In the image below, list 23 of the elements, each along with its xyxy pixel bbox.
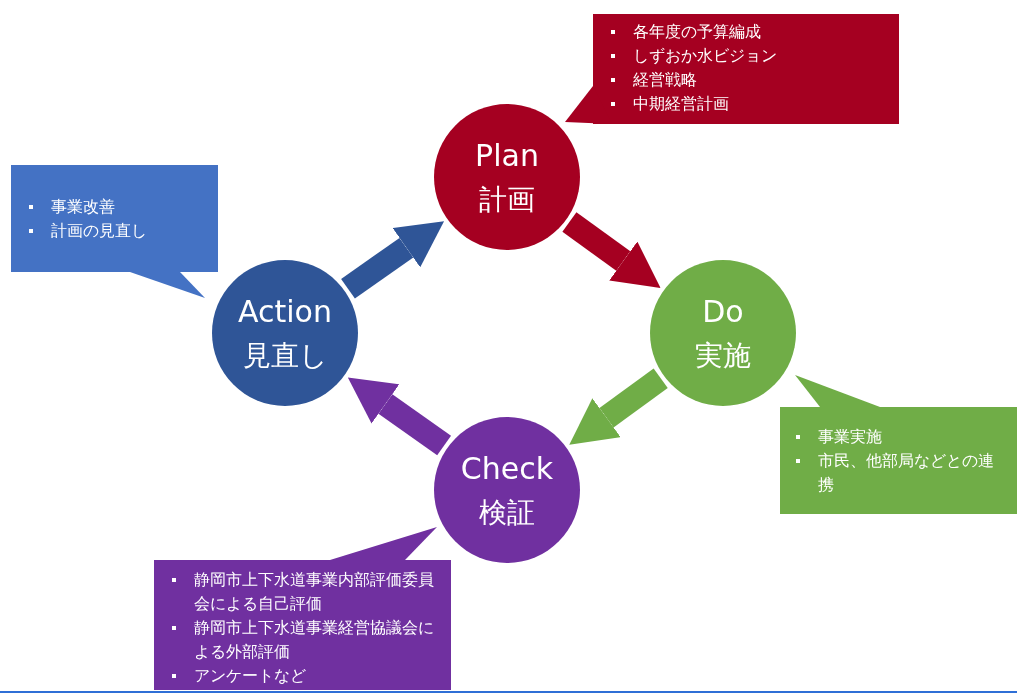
stage-label: 検証 xyxy=(479,495,535,531)
bullet-item: 事業改善 xyxy=(51,196,116,218)
arrow xyxy=(341,221,445,299)
bullet-item: 各年度の予算編成 xyxy=(633,21,762,43)
arrow xyxy=(562,212,661,288)
bullet-item: 計画の見直し xyxy=(51,220,148,242)
bullet-item: しずおか水ビジョン xyxy=(633,45,778,67)
bullet-item: 事業実施 xyxy=(818,426,883,448)
stage-name: Plan xyxy=(475,136,539,175)
bullet-item: 経営戦略 xyxy=(633,69,698,91)
arrow xyxy=(347,377,452,456)
bullet-item: 市民、他部局などとの連携 xyxy=(818,450,995,496)
stage-label: 見直し xyxy=(242,338,328,374)
stage-name: Action xyxy=(238,292,332,331)
bullet-item: 静岡市上下水道事業内部評価委員会による自己評価 xyxy=(194,569,435,615)
arrow xyxy=(569,368,668,445)
stage-name: Check xyxy=(460,449,554,488)
stage-label: 実施 xyxy=(695,338,751,374)
stage-label: 計画 xyxy=(479,182,535,218)
bullet-item: 静岡市上下水道事業経営協議会による外部評価 xyxy=(194,617,435,663)
stage-name: Do xyxy=(702,292,744,331)
bullet-item: 中期経営計画 xyxy=(633,93,730,115)
bullet-item: アンケートなど xyxy=(194,665,307,687)
